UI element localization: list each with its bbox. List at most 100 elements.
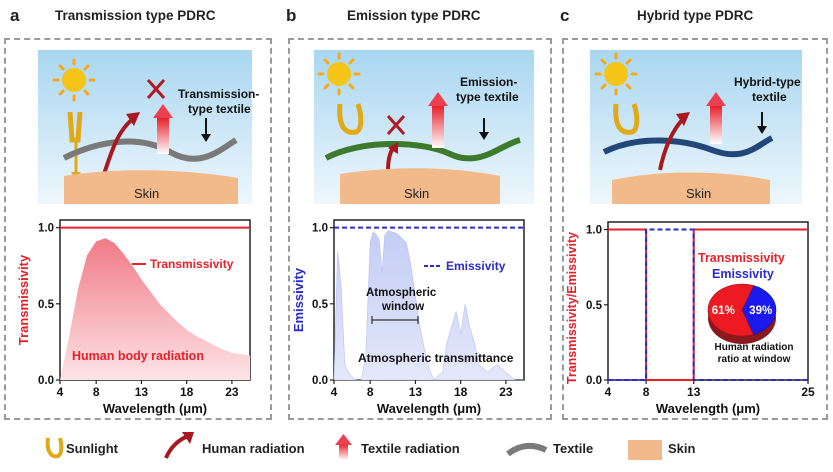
green-textile-icon [324,137,521,162]
panel-c-scene: Skin Hybrid-type textile [590,50,802,204]
textile-label-line2: type textile [188,102,251,116]
legend-textile-label: Textile [553,441,594,456]
textile-radiation-arrow-icon [432,106,444,148]
pie-slice-label-1: 61% [712,305,735,317]
chart-c-transmissivity-line [608,228,808,381]
chartC-ytick-label-0: 0.0 [586,375,602,387]
label-pointer-arrowhead-icon [201,134,211,142]
chartA-ytick-label-1: 0.5 [38,299,55,311]
pie-slice-1 [707,283,755,337]
chartB-ytick-label-0: 0.0 [312,375,328,387]
chart-c-emissivity-line [608,228,808,381]
chartB-xtick-label-0: 4 [331,385,338,399]
chartC-ytick-label-2: 1.0 [586,225,602,237]
sunlight-arrow-icon [337,103,364,135]
chartA-ytick-label-0: 0.0 [38,375,54,387]
textile-label-line1: Transmission- [178,87,259,101]
pie-slice-label-0: 39% [749,305,772,317]
chart-c-xlabel: Wavelength (μm) [656,401,760,416]
panel-c-title: Hybrid type PDRC [637,8,754,23]
chartB-xtick-label-4: 23 [499,385,513,399]
chartA-xtick-label-4: 23 [225,385,239,399]
chart-b-atm-transmittance-area [333,230,524,381]
chartC-ytick-label-1: 0.5 [586,300,603,312]
skin-label: Skin [404,186,429,201]
chartA-xtick-label-1: 8 [93,385,100,399]
legend-human-radiation-icon [164,434,189,459]
pie-chart: 39% 61% [707,283,777,344]
panel-a-frame [4,38,272,420]
sun-icon [594,52,638,96]
pie-slice-0 [741,285,777,335]
textile-label-line2: textile [752,90,787,104]
legend-skin-icon [628,440,662,460]
legend-textile-icon [506,442,548,457]
pie-caption-line1: Human radiation [715,342,794,353]
human-radiation-arrowhead-icon [676,112,690,126]
chartC-xtick-label-0: 4 [605,385,612,399]
legend-textile-radiation-arrowhead-icon [335,434,352,445]
chartB-xtick-label-3: 18 [454,385,468,399]
panel-b-title: Emission type PDRC [347,8,481,23]
chart-a-ylabel: Transmissivity [16,254,31,345]
chartB-ytick-label-2: 1.0 [312,223,328,235]
sun-icon [52,58,96,102]
chartC-xtick-label-2: 13 [687,385,701,399]
chart-b-series-label-emissivity: Emissivity [446,259,506,273]
skin-label: Skin [686,186,711,201]
legend [45,432,662,460]
chart-c: 4 8 13 25 0.0 0.5 1.0 Wavelength (μm) Transmis… [565,221,815,416]
chart-c-series-label-transmissivity: Transmissivity [698,251,785,265]
legend-human-radiation-label: Human radiation [202,441,305,456]
chart-b: 4 8 13 18 23 0.0 0.5 1.0 Wavelength (μm) Emissi… [291,219,525,416]
panel-c-letter: c [560,6,570,25]
panel-a-title: Transmission type PDRC [55,8,216,23]
chart-b-ylabel: Emissivity [291,267,306,332]
chartA-xtick-label-2: 13 [135,385,149,399]
chart-c-plot-area [607,221,809,381]
chart-c-ylabel: Transmissivity/Emissivity [565,232,579,384]
panel-b-frame [288,38,552,420]
chartB-ytick-label-1: 0.5 [312,299,329,311]
sunlight-arrow-icon [613,103,640,135]
blue-textile-icon [602,135,774,158]
pie-caption-line2: ratio at window [718,354,791,365]
label-pointer-arrowhead-icon [479,132,489,140]
label-pointer-arrowhead-icon [757,126,767,134]
textile-radiation-arrow-icon [710,106,722,144]
skin-layer [64,170,238,204]
textile-radiation-arrow-icon [157,118,169,154]
panel-a-scene: Skin Transmission- type textile [38,50,259,204]
panel-b-letter: b [286,6,297,25]
chart-a-xlabel: Wavelength (μm) [103,401,207,416]
legend-textile-radiation-icon [339,444,348,460]
skin-label: Skin [134,186,159,201]
panel-c-frame [562,38,828,420]
sun-icon [317,52,361,96]
blocked-cross-icon [146,79,166,99]
chart-c-series-label-emissivity: Emissivity [712,267,774,281]
chart-b-annotation-line2: window [381,301,424,313]
chartA-xtick-label-0: 4 [57,385,64,399]
gray-textile-icon [62,137,238,162]
textile-label-line2: type textile [456,90,519,104]
chart-b-xlabel: Wavelength (μm) [377,401,481,416]
panel-a-letter: a [10,6,20,25]
chartC-xtick-label-3: 25 [801,385,815,399]
textile-radiation-arrowhead-icon [153,104,173,118]
chartB-xtick-label-2: 13 [409,385,423,399]
legend-sunlight-label: Sunlight [66,441,118,456]
legend-human-radiation-arrowhead-icon [182,432,194,444]
human-radiation-arrowhead-icon [126,112,140,126]
textile-label-line1: Emission- [460,75,517,89]
atmospheric-window-bracket [371,316,419,324]
legend-skin-label: Skin [668,441,696,456]
chartA-ytick-label-2: 1.0 [38,223,54,235]
human-radiation-arrowhead-icon [388,142,398,154]
chartC-xtick-label-1: 8 [643,385,650,399]
legend-sunlight-icon [45,437,64,459]
chartB-xtick-label-1: 8 [367,385,374,399]
human-radiation-arrow-icon [102,116,136,175]
